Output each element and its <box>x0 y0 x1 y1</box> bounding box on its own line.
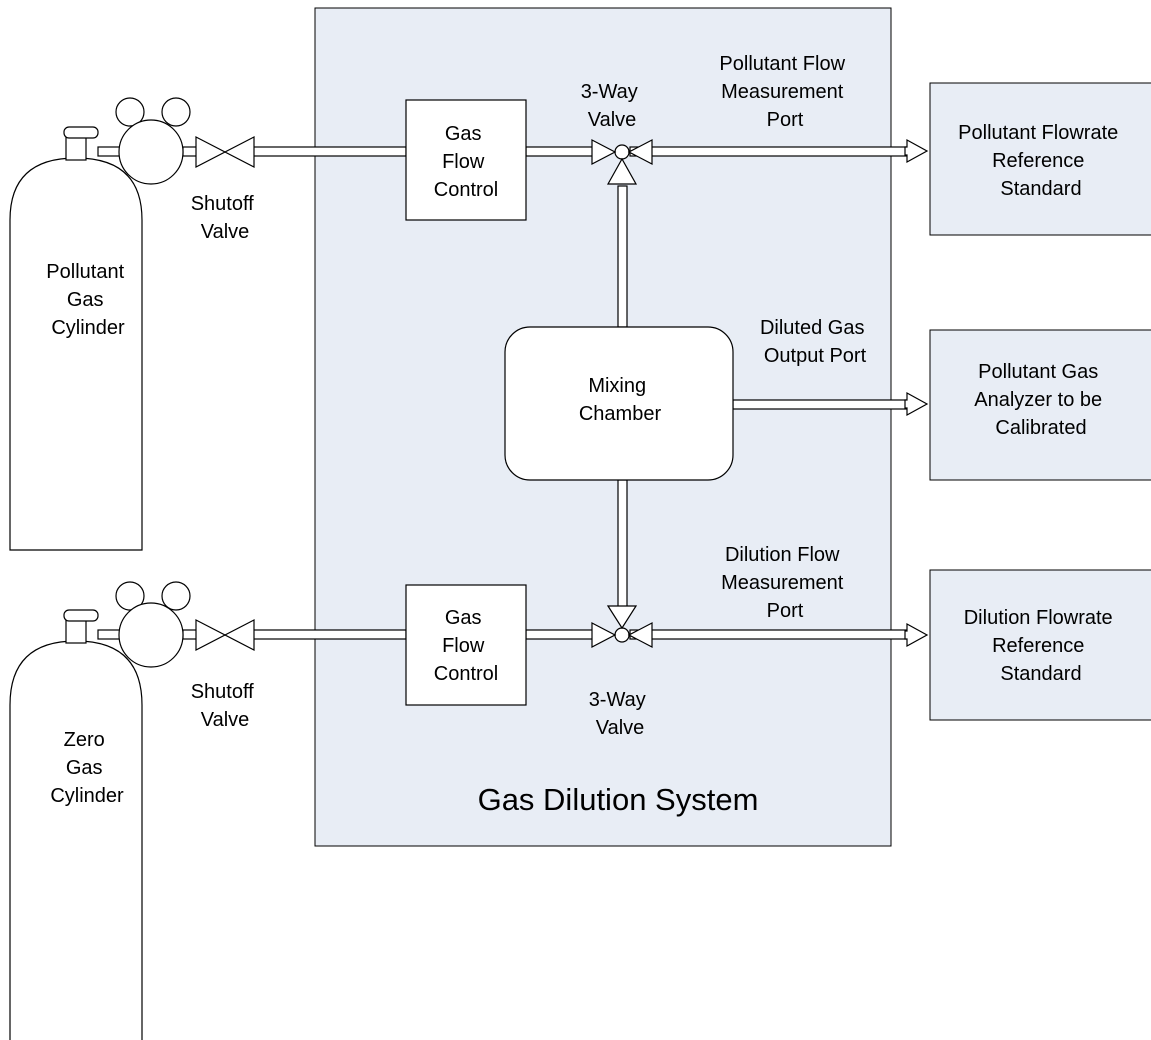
analyzer-pipe <box>732 399 908 410</box>
gas-flow-control-label-top: Gas Flow Control <box>434 123 498 201</box>
three-way-valve-label-bottom: 3-Way Valve <box>589 689 652 739</box>
gas-dilution-system-label: Gas Dilution System <box>478 782 759 817</box>
three-way-valve-label-top: 3-Way Valve <box>581 81 644 131</box>
dilution-flow-port-label: Dilution Flow Measurement Port <box>721 544 849 622</box>
analyzer-box <box>929 329 1151 481</box>
shutoff-valve-label-top: Shutoff Valve <box>191 193 260 243</box>
pollutant-flowrate-reference-label: Pollutant Flowrate Reference Standard <box>958 122 1124 200</box>
shutoff-valve-icon <box>195 136 255 168</box>
mixing-chamber-label: Mixing Chamber <box>579 375 662 425</box>
three-way-valve-icon <box>591 139 653 185</box>
pollutant-flow-port-label: Pollutant Flow Measurement Port <box>719 53 850 131</box>
analyzer-label: Pollutant Gas Analyzer to be Calibrated <box>974 361 1107 439</box>
pollutant-cylinder-label: Pollutant Gas Cylinder <box>46 261 129 339</box>
zero-cylinder-label: Zero Gas Cylinder <box>50 729 124 807</box>
pollutant-flowrate-reference-box <box>929 82 1151 236</box>
shutoff-valve-label-bottom: Shutoff Valve <box>191 681 260 731</box>
regulator-icon <box>115 97 191 185</box>
gas-flow-control-box-bottom <box>405 584 527 706</box>
gas-flow-control-label-bottom: Gas Flow Control <box>434 607 498 685</box>
dilution-flowrate-reference-label: Dilution Flowrate Reference Standard <box>964 607 1119 685</box>
analyzer-arrow <box>904 392 928 416</box>
regulator-icon <box>115 581 191 668</box>
mixing-chamber-box <box>504 326 734 481</box>
gas-flow-control-box-top <box>405 99 527 221</box>
gas-cylinder-icon <box>9 126 143 551</box>
gas-cylinder-icon <box>9 609 143 1040</box>
shutoff-valve-icon <box>195 619 255 651</box>
diluted-gas-port-label: Diluted Gas Output Port <box>760 317 870 367</box>
bottom-output-arrow <box>904 623 928 647</box>
three-way-valve-icon <box>591 605 653 648</box>
dilution-flowrate-reference-box <box>929 569 1151 721</box>
top-output-arrow <box>904 139 928 163</box>
